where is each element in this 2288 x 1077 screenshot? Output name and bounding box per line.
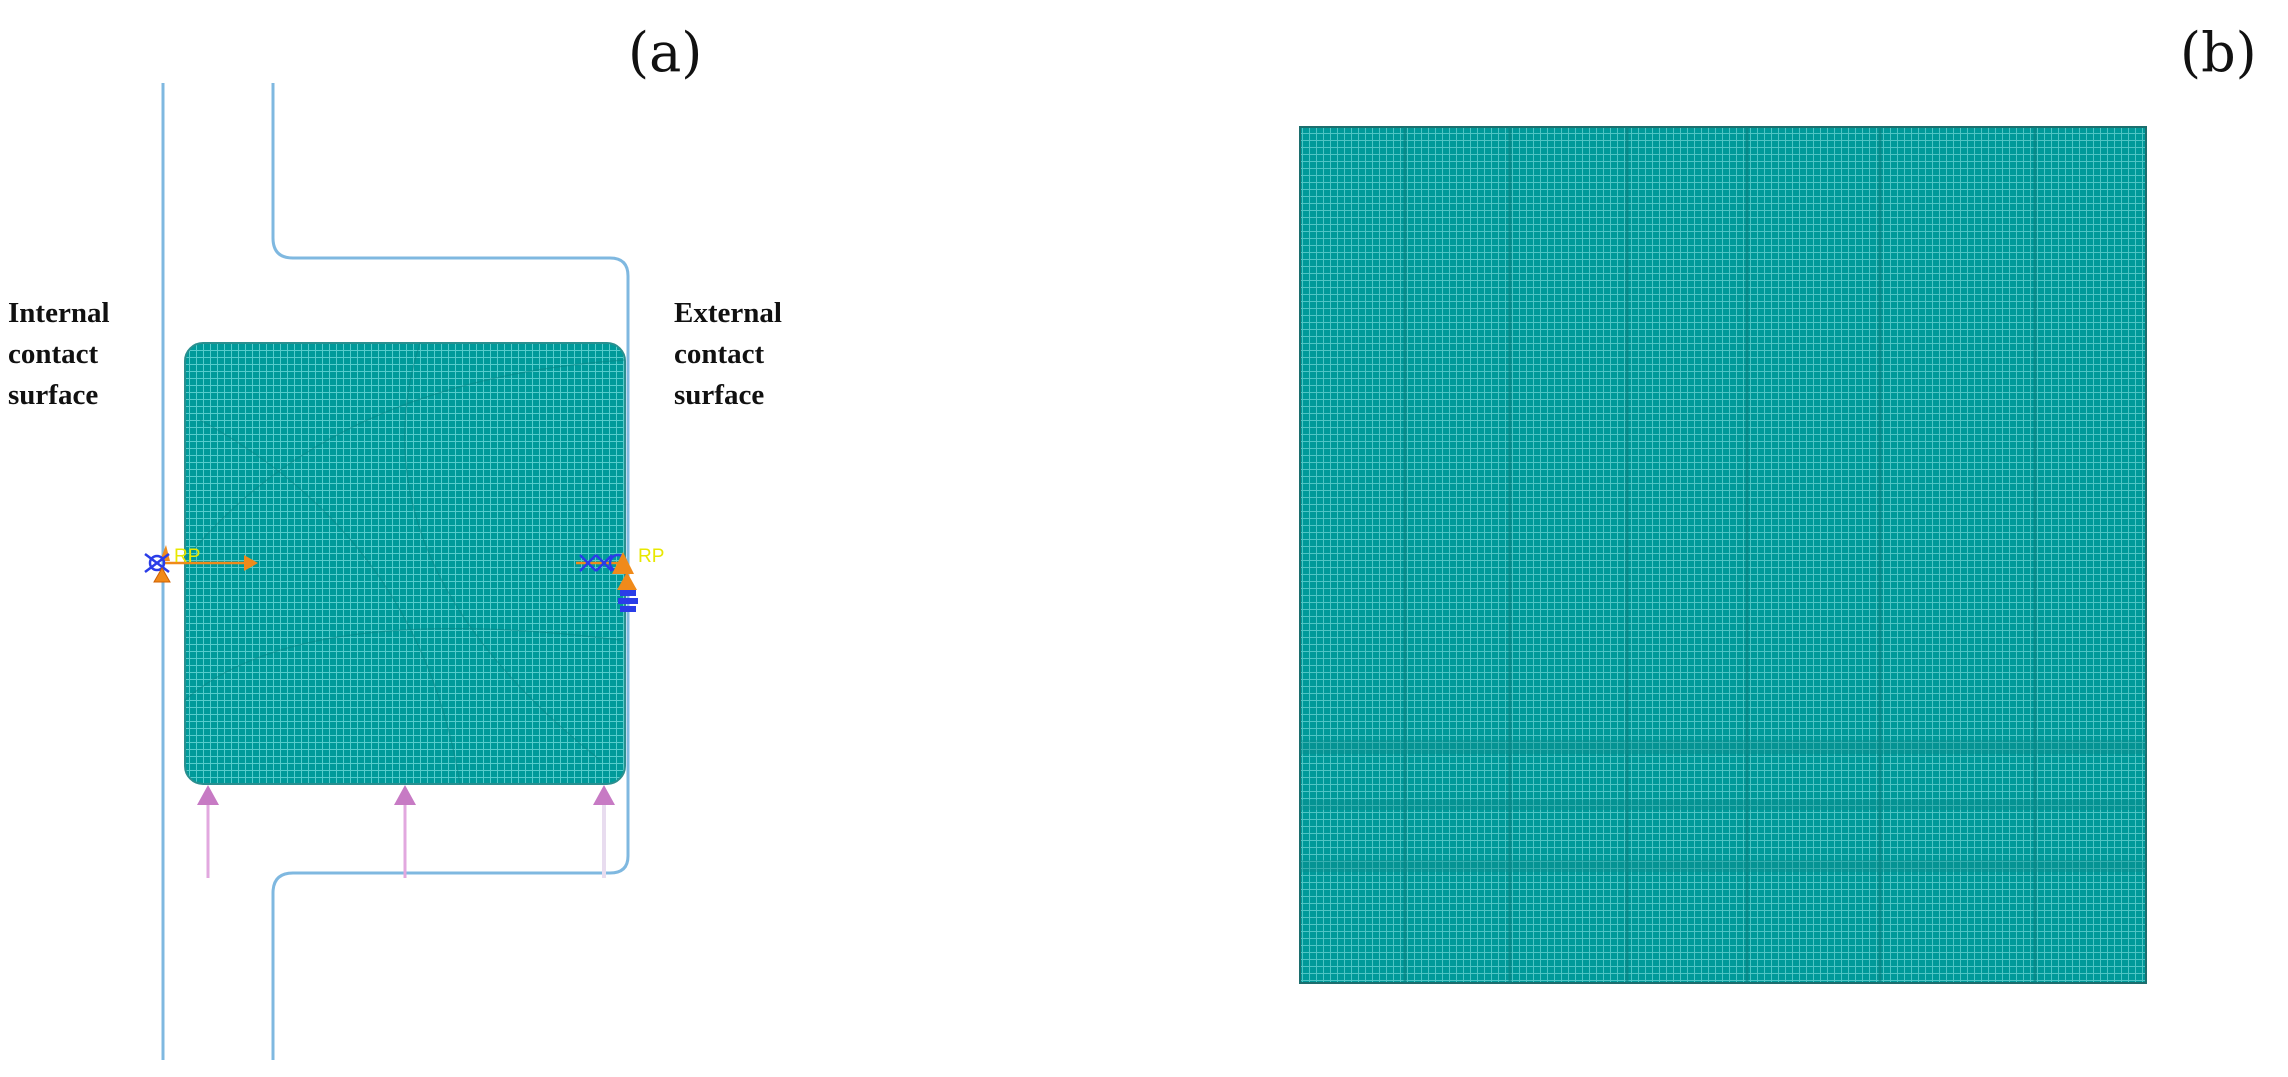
external-tube-wall-lower <box>271 300 630 1060</box>
reference-point-left: RP <box>144 545 258 583</box>
load-arrow <box>593 785 615 878</box>
mesh-distortion-a <box>184 342 626 785</box>
external-contact-surface-label: External contact surface <box>674 297 782 411</box>
rp-label-left: RP <box>174 546 200 567</box>
mesh-row-shading <box>1300 740 2146 872</box>
panel-b-label: (b) <box>2180 21 2257 84</box>
panel-a-label: (a) <box>628 21 703 84</box>
load-arrow <box>394 785 416 878</box>
constraint-icon <box>144 553 170 573</box>
rp-label-right: RP <box>638 546 664 567</box>
constraint-icon <box>618 590 638 612</box>
load-arrow <box>197 785 219 878</box>
reference-point-right: RP <box>576 546 664 612</box>
external-tube-wall-upper <box>271 83 630 300</box>
internal-contact-surface-label: Internal contact surface <box>8 297 110 411</box>
mesh-section-b <box>1299 126 2147 984</box>
mesh-column-boundaries <box>1403 127 2037 983</box>
load-arrows <box>197 785 615 878</box>
